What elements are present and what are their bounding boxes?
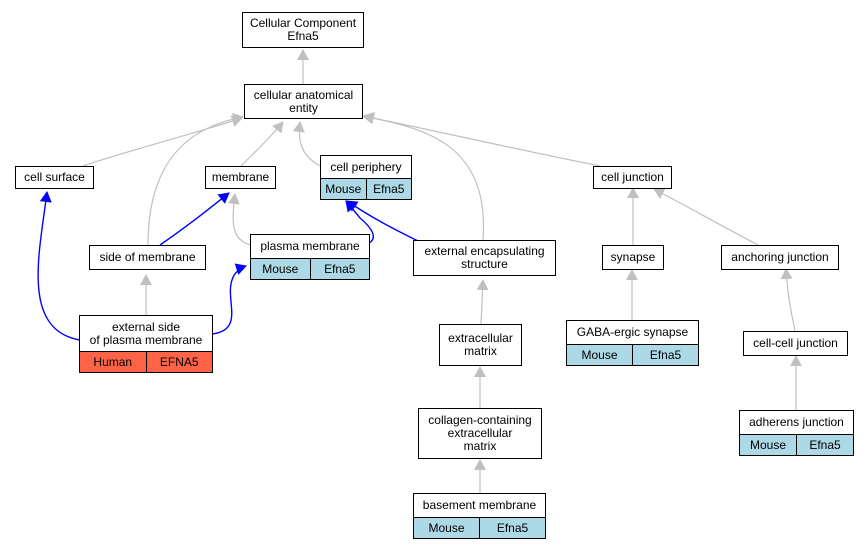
node-label: cell-cell junction xyxy=(753,336,838,350)
gene-cell: EFNA5 xyxy=(145,352,213,372)
node-cell-surface[interactable]: cell surface xyxy=(15,166,94,189)
edge-extencap-cae xyxy=(362,112,485,241)
species-cell: Mouse xyxy=(262,262,299,276)
edge-extencap-cellperiphery xyxy=(346,200,421,243)
node-label: cellular anatomical entity xyxy=(253,87,354,115)
species-cell: Mouse xyxy=(749,438,787,452)
edge-membrane-cae xyxy=(240,121,284,167)
edge-cellperiphery-cae xyxy=(292,121,321,167)
node-cell-cell-junction[interactable]: cell-cell junction xyxy=(743,331,848,356)
node-membrane[interactable]: membrane xyxy=(205,166,276,189)
node-collagen-containing-ecm[interactable]: collagen-containing extracellular matrix xyxy=(418,408,542,459)
annotation-row: Mouse Efna5 xyxy=(740,434,853,455)
node-plasma-membrane[interactable]: plasma membrane Mouse Efna5 xyxy=(250,234,370,280)
species-cell: Mouse xyxy=(428,521,465,535)
node-label: synapse xyxy=(610,250,656,264)
node-cell-periphery[interactable]: cell periphery Mouse Efna5 xyxy=(320,155,412,200)
edge-sideofmembrane-cae xyxy=(147,112,244,246)
node-label: side of membrane xyxy=(99,250,196,264)
annotation-row: Mouse Efna5 xyxy=(567,344,698,365)
node-label: collagen-containing extracellular matrix xyxy=(428,413,532,453)
annotation-row: Mouse Efna5 xyxy=(251,258,369,279)
node-side-of-membrane[interactable]: side of membrane xyxy=(89,245,206,270)
node-label: cell junction xyxy=(601,170,664,184)
annotation-row: Human EFNA5 xyxy=(80,351,212,372)
species-cell: Mouse xyxy=(325,182,362,196)
gene-cell: Efna5 xyxy=(796,435,853,455)
node-label: adherens junction xyxy=(749,415,844,429)
edge-extside-plasmamembrane xyxy=(211,263,247,335)
node-external-encapsulating-structure[interactable]: external encapsulating structure xyxy=(413,240,556,276)
edge-cellsurface-cae xyxy=(82,115,243,167)
species-cell: Human xyxy=(93,355,133,369)
node-label: anchoring junction xyxy=(731,250,829,264)
gene-cell: Efna5 xyxy=(365,179,412,199)
node-extracellular-matrix[interactable]: extracellular matrix xyxy=(439,324,522,366)
gene-cell: Efna5 xyxy=(479,518,545,538)
annotation-row: Mouse Efna5 xyxy=(414,517,545,538)
gene-cell: Efna5 xyxy=(309,259,370,279)
node-label: plasma membrane xyxy=(260,239,360,253)
node-adherens-junction[interactable]: adherens junction Mouse Efna5 xyxy=(739,410,854,456)
node-basement-membrane[interactable]: basement membrane Mouse Efna5 xyxy=(413,493,546,539)
edge-plasmamembrane-cellperiphery xyxy=(345,200,374,244)
node-label: external side of plasma membrane xyxy=(89,319,203,347)
node-cellular-anatomical-entity[interactable]: cellular anatomical entity xyxy=(244,84,363,119)
species-cell: Mouse xyxy=(581,348,618,362)
node-cellular-component-root[interactable]: Cellular Component Efna5 xyxy=(242,12,364,48)
node-label: cell periphery xyxy=(330,159,402,174)
node-synapse[interactable]: synapse xyxy=(602,245,664,270)
edge-cellcell-anchoring xyxy=(780,268,796,332)
node-label: cell surface xyxy=(24,170,85,184)
node-label: basement membrane xyxy=(422,498,537,512)
edge-sideofmembrane-membrane xyxy=(159,192,230,246)
node-label: membrane xyxy=(211,170,270,184)
edge-ecm-extencap xyxy=(476,279,489,326)
node-anchoring-junction[interactable]: anchoring junction xyxy=(721,245,839,270)
node-label: extracellular matrix xyxy=(448,331,513,358)
node-cell-junction[interactable]: cell junction xyxy=(593,166,672,189)
node-label: Cellular Component Efna5 xyxy=(249,16,357,43)
node-external-side-of-plasma-membrane[interactable]: external side of plasma membrane Human E… xyxy=(79,315,213,373)
annotation-row: Mouse Efna5 xyxy=(321,178,411,199)
gene-cell: Efna5 xyxy=(632,345,698,365)
node-gaba-ergic-synapse[interactable]: GABA-ergic synapse Mouse Efna5 xyxy=(566,320,699,366)
edge-extside-cellsurface xyxy=(37,191,81,341)
edge-plasmamembrane-membrane xyxy=(227,193,252,246)
node-label: GABA-ergic synapse xyxy=(576,325,689,339)
edge-anchoring-celljunction xyxy=(653,188,759,246)
node-label: external encapsulating structure xyxy=(424,244,545,271)
